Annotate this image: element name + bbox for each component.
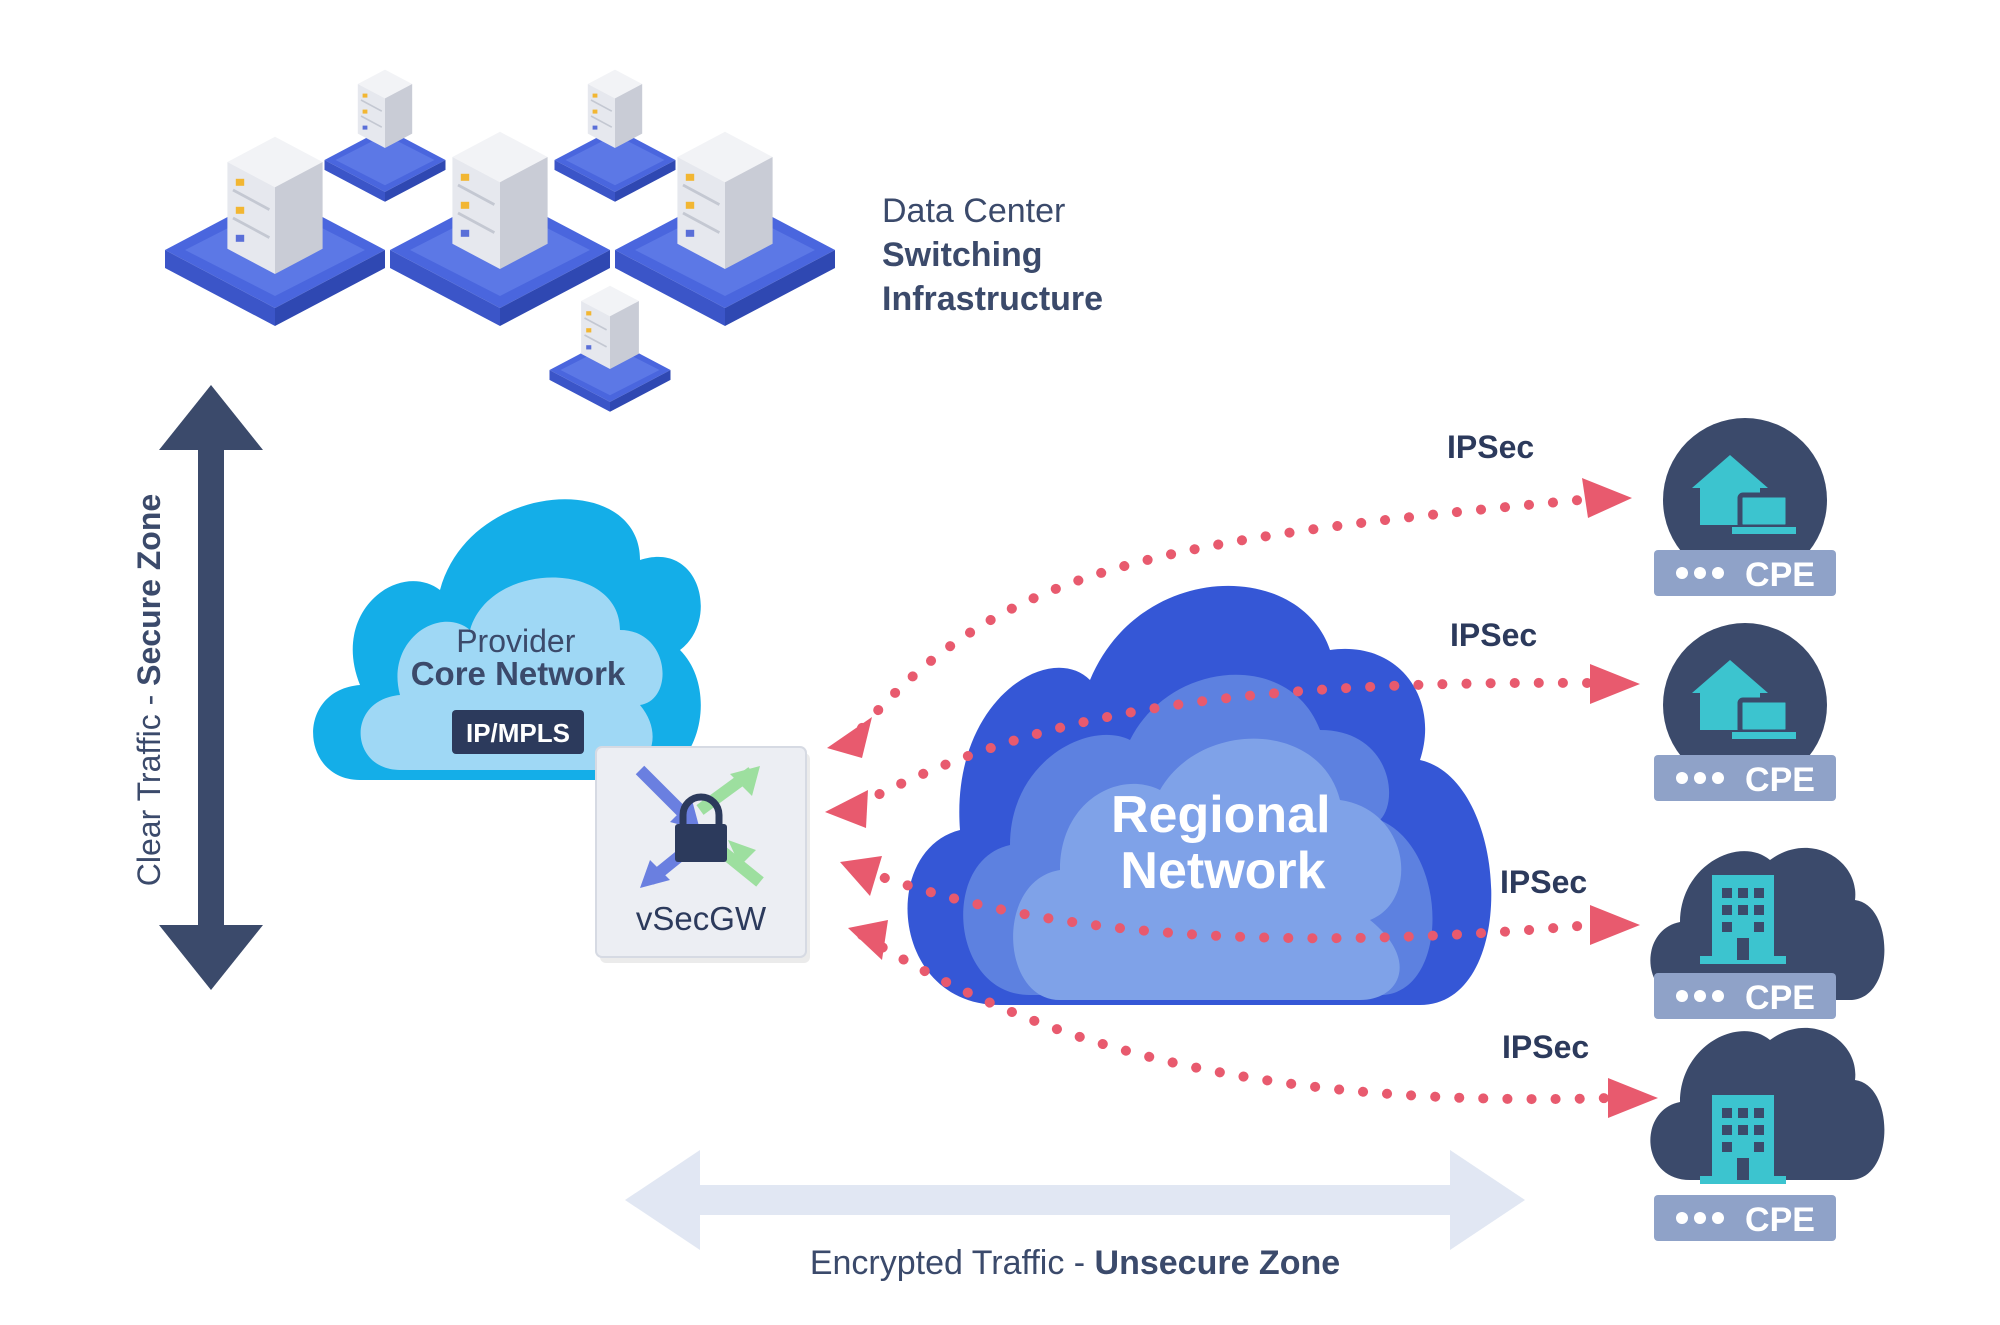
cpe-label: CPE [1745,761,1815,799]
ipsec-tunnel-line [857,865,1595,944]
data-center-label: Data Center Switching Infrastructure [882,192,1103,318]
ipsec-tunnels [853,495,1615,1105]
unsecure-zone-arrow [625,1150,1525,1250]
server-icon [676,130,774,271]
ipsec-label: IPSec [1450,617,1537,653]
provider-core-cloud [313,499,701,780]
cpe-device[interactable]: CPE [1650,847,1885,1019]
unsecure-zone-label: Encrypted Traffic - Unsecure Zone [810,1244,1340,1282]
vsecgw-label: vSecGW [636,900,767,937]
data-center-infrastructure [165,68,835,412]
server-icon [450,130,549,271]
lock-arrows-icon [635,765,764,888]
ip-mpls-badge [452,710,584,754]
tunnel-arrowheads-cpe [1582,478,1658,1118]
provider-label: Provider Core Network [411,623,626,692]
cpe-device[interactable]: CPE [1650,1027,1885,1241]
home-office-icon [1692,660,1796,739]
ipsec-label: IPSec [1447,429,1534,465]
regional-network-cloud [907,585,1492,1005]
cpe-device[interactable]: CPE [1654,418,1836,596]
tunnel-arrowheads-gateway [825,717,888,960]
ipsec-labels: IPSec IPSec IPSec IPSec [1447,429,1589,1065]
ipsec-tunnel-line [857,930,1615,1105]
server-icon [225,135,325,276]
vsecgw-appliance[interactable]: vSecGW [595,746,810,963]
regional-network-label: Regional Network [1111,786,1335,900]
secure-zone-arrow [159,385,263,990]
server-icon [356,68,414,149]
cpe-device[interactable]: CPE [1654,623,1836,801]
home-office-icon [1692,455,1796,534]
ipsec-tunnel-line [857,495,1585,733]
server-icon [586,68,644,149]
ipsec-label: IPSec [1502,1029,1589,1065]
secure-zone-label: Clear Traffic - Secure Zone [131,494,167,886]
ip-mpls-badge-label: IP/MPLS [466,718,570,748]
office-building-icon [1700,1095,1786,1184]
cpe-label: CPE [1745,979,1815,1017]
office-building-icon [1700,875,1786,964]
cpe-label: CPE [1745,1201,1815,1239]
ipsec-label: IPSec [1500,864,1587,900]
cpe-label: CPE [1745,556,1815,594]
server-icon [580,284,640,370]
